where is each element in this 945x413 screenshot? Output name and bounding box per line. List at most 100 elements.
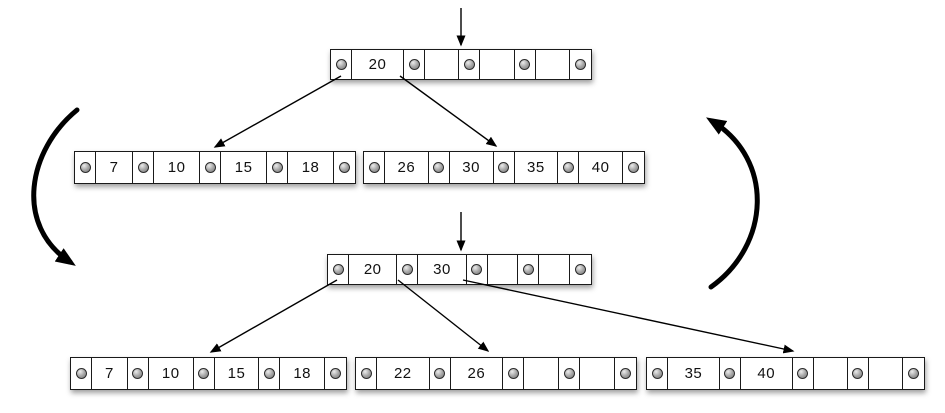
pointer-slot (647, 358, 668, 389)
pointer-slot (559, 358, 581, 389)
pointer-dot-icon (498, 162, 509, 173)
child-pointer-arrow-bottom-right (462, 279, 795, 354)
btree-node-top-right-child: 26 30 35 40 (363, 151, 645, 184)
pointer-dot-icon (651, 368, 663, 379)
cycle-arrow-right-upward (706, 117, 760, 290)
pointer-slot (430, 358, 451, 389)
key-cell (536, 50, 570, 79)
pointer-slot (459, 50, 481, 79)
key-cell: 22 (377, 358, 430, 389)
pointer-slot (267, 152, 289, 183)
key-cell (580, 358, 615, 389)
key-cell: 30 (418, 255, 467, 284)
pointer-dot-icon (271, 162, 283, 173)
key-cell: 7 (92, 358, 128, 389)
key-cell: 15 (221, 152, 268, 183)
pointer-slot (331, 50, 352, 79)
pointer-slot (515, 50, 536, 79)
pointer-slot (328, 255, 349, 284)
pointer-slot (494, 152, 515, 183)
pointer-dot-icon (360, 368, 372, 379)
pointer-dot-icon (79, 162, 91, 173)
key-cell: 26 (385, 152, 429, 183)
pointer-dot-icon (401, 264, 413, 275)
pointer-slot (429, 152, 450, 183)
key-cell (869, 358, 903, 389)
pointer-slot (71, 358, 92, 389)
pointer-slot (720, 358, 741, 389)
pointer-slot (75, 152, 96, 183)
pointer-dot-icon (852, 368, 864, 379)
pointer-slot (793, 358, 814, 389)
btree-node-bottom-root: 20 30 (327, 254, 592, 285)
pointer-dot-icon (471, 264, 483, 275)
pointer-slot (503, 358, 525, 389)
cycle-arrow-left-downward (31, 107, 80, 266)
key-cell: 26 (451, 358, 504, 389)
key-cell: 40 (579, 152, 623, 183)
pointer-dot-icon (628, 162, 639, 173)
pointer-dot-icon (575, 264, 586, 275)
pointer-dot-icon (332, 264, 344, 275)
pointer-slot (200, 152, 222, 183)
key-cell (425, 50, 460, 79)
pointer-dot-icon (408, 59, 420, 70)
pointer-slot (397, 255, 419, 284)
pointer-dot-icon (434, 368, 446, 379)
pointer-dot-icon (339, 162, 351, 173)
pointer-slot (133, 152, 155, 183)
child-pointer-arrow-bottom-middle (397, 279, 490, 352)
key-cell: 35 (668, 358, 720, 389)
pointer-dot-icon (724, 368, 736, 379)
key-cell: 10 (154, 152, 201, 183)
pointer-slot (128, 358, 149, 389)
pointer-slot (259, 358, 281, 389)
pointer-slot (903, 358, 924, 389)
pointer-dot-icon (562, 162, 574, 173)
pointer-slot (334, 152, 355, 183)
pointer-dot-icon (908, 368, 919, 379)
child-pointer-arrow-bottom-left (209, 279, 338, 353)
pointer-slot (518, 255, 540, 284)
pointer-slot (623, 152, 644, 183)
key-cell: 30 (450, 152, 494, 183)
pointer-slot (364, 152, 385, 183)
btree-node-top-root: 20 (330, 49, 592, 80)
child-pointer-arrow-top-left (213, 75, 342, 148)
pointer-slot (848, 358, 869, 389)
pointer-dot-icon (519, 59, 531, 70)
pointer-slot (194, 358, 215, 389)
key-cell (524, 358, 560, 389)
key-cell (539, 255, 570, 284)
key-cell: 20 (352, 50, 405, 79)
key-cell: 15 (215, 358, 260, 389)
key-cell: 35 (515, 152, 559, 183)
pointer-dot-icon (263, 368, 275, 379)
pointer-dot-icon (507, 368, 519, 379)
pointer-dot-icon (620, 368, 631, 379)
btree-node-top-left-child: 7 10 15 18 (74, 151, 356, 184)
pointer-dot-icon (522, 264, 534, 275)
key-cell: 10 (149, 358, 194, 389)
key-cell: 18 (288, 152, 335, 183)
pointer-dot-icon (335, 59, 347, 70)
btree-node-bottom-left-child: 7 10 15 18 (70, 357, 347, 390)
pointer-slot (467, 255, 488, 284)
pointer-dot-icon (368, 162, 380, 173)
pointer-slot (570, 255, 591, 284)
btree-node-bottom-middle-child: 22 26 (355, 357, 637, 390)
key-cell (480, 50, 515, 79)
key-cell: 40 (741, 358, 793, 389)
pointer-slot (570, 50, 591, 79)
pointer-dot-icon (137, 162, 149, 173)
key-cell: 7 (96, 152, 134, 183)
pointer-slot (325, 358, 346, 389)
pointer-slot (615, 358, 636, 389)
key-cell: 18 (280, 358, 326, 389)
child-pointer-arrow-top-right (399, 75, 498, 147)
pointer-dot-icon (330, 368, 342, 379)
pointer-slot (558, 152, 580, 183)
btree-node-bottom-right-child: 35 40 (646, 357, 925, 390)
pointer-dot-icon (75, 368, 87, 379)
